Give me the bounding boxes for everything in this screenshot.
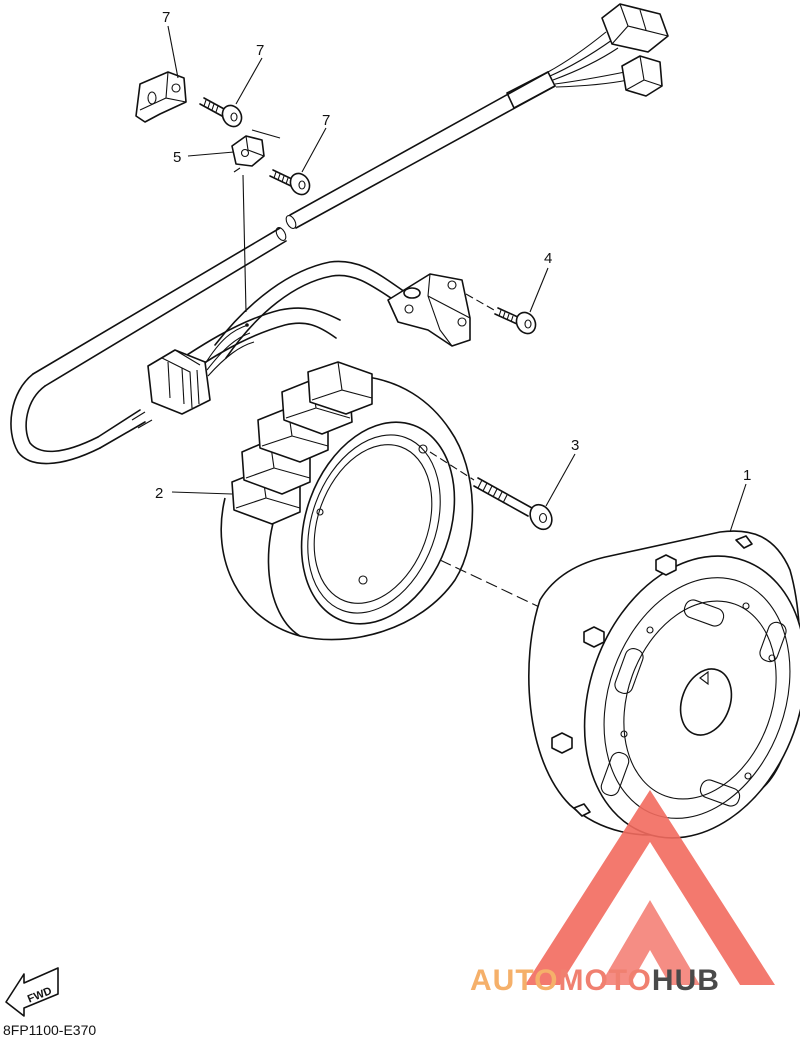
callout-number-6: 7 [162,9,170,26]
callout-number-1: 1 [743,467,751,484]
callout-number-5: 5 [173,149,181,166]
callout-number-7-lower: 7 [322,112,330,129]
cable-clamp [387,273,471,347]
callout-number-2: 2 [155,485,163,502]
stator-lead-cable [131,260,406,429]
clamp-bolt [465,293,537,335]
callout-number-4: 4 [544,250,552,267]
callout-leaders [167,25,747,533]
wire-harness [10,3,669,465]
fwd-arrow: FWD [5,967,59,1017]
callout-number-3: 3 [571,437,579,454]
fwd-arrow-icon [5,967,59,1017]
stator-bolt [429,451,553,531]
drawing-code: 8FP1100-E370 [3,1022,97,1038]
watermark-text-moto: MOTO [558,964,651,997]
bracket [135,71,187,123]
watermark-text-hub: HUB [652,964,720,997]
watermark-text: AUTOMOTOHUB [470,964,720,997]
rotor [528,530,800,839]
stator [220,361,474,641]
assembly-axis-line [439,559,551,613]
small-plate [231,129,281,173]
watermark-text-auto: AUTO [470,964,558,997]
bracket-bolt-lower [269,169,311,196]
watermark-logo [525,790,775,985]
plate-leader-line [242,174,247,313]
bracket-bolt-upper [199,97,243,128]
callout-number-7-upper: 7 [256,42,264,59]
watermark-triangle-icon [525,790,775,985]
